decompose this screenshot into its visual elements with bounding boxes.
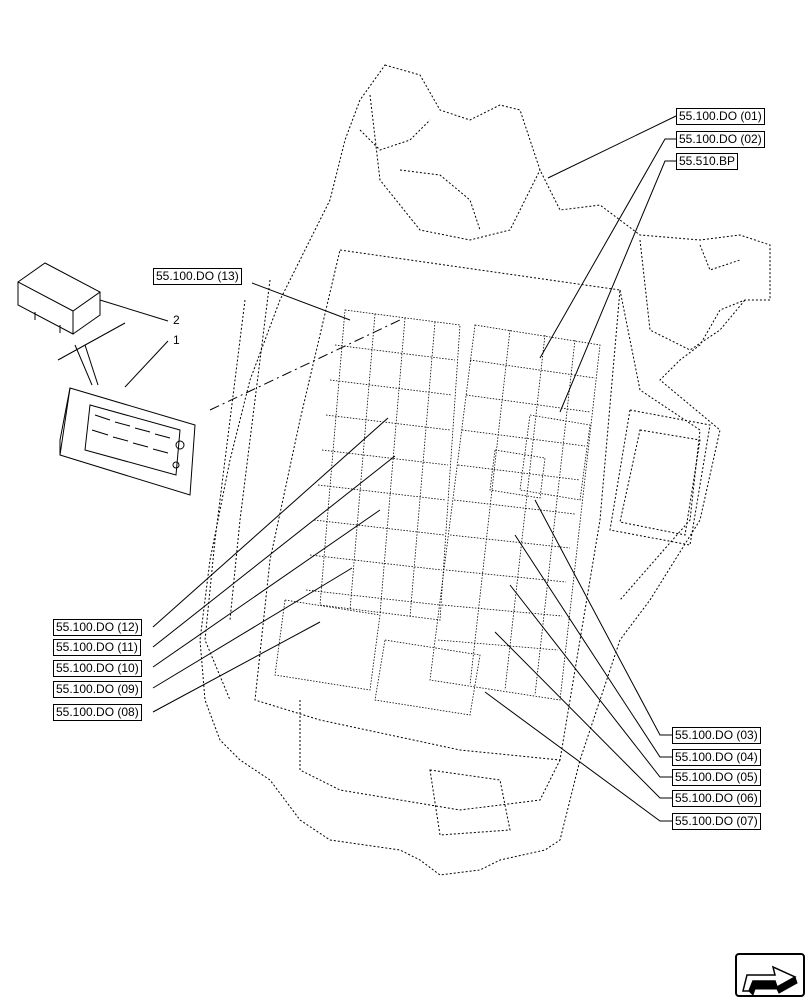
housing-outline (199, 64, 771, 876)
item-number-1: 1 (173, 333, 180, 347)
callout-55-100-do-01[interactable]: 55.100.DO (01) (676, 108, 765, 125)
callout-55-100-do-07[interactable]: 55.100.DO (07) (672, 813, 761, 830)
callout-55-100-do-04[interactable]: 55.100.DO (04) (672, 749, 761, 766)
callout-55-100-do-12[interactable]: 55.100.DO (12) (53, 619, 142, 636)
callout-55-510-bp[interactable]: 55.510.BP (676, 153, 739, 170)
relay-item-2 (17, 262, 101, 312)
callout-55-100-do-09[interactable]: 55.100.DO (09) (53, 681, 142, 698)
right-bracket (639, 239, 746, 351)
callout-55-100-do-11[interactable]: 55.100.DO (11) (53, 639, 141, 656)
fuse-module-item-1 (59, 387, 196, 496)
panel-frame (254, 249, 621, 761)
callout-55-100-do-02[interactable]: 55.100.DO (02) (676, 131, 765, 148)
next-page-arrow-icon[interactable] (735, 953, 805, 997)
callout-55-100-do-05[interactable]: 55.100.DO (05) (672, 769, 761, 786)
item-number-2: 2 (173, 313, 180, 327)
callout-55-100-do-13[interactable]: 55.100.DO (13) (153, 268, 242, 285)
callout-55-100-do-08[interactable]: 55.100.DO (08) (53, 704, 142, 721)
upper-bracket (369, 94, 541, 241)
callout-55-100-do-10[interactable]: 55.100.DO (10) (53, 660, 142, 677)
callout-55-100-do-03[interactable]: 55.100.DO (03) (672, 727, 761, 744)
callout-55-100-do-06[interactable]: 55.100.DO (06) (672, 790, 761, 807)
